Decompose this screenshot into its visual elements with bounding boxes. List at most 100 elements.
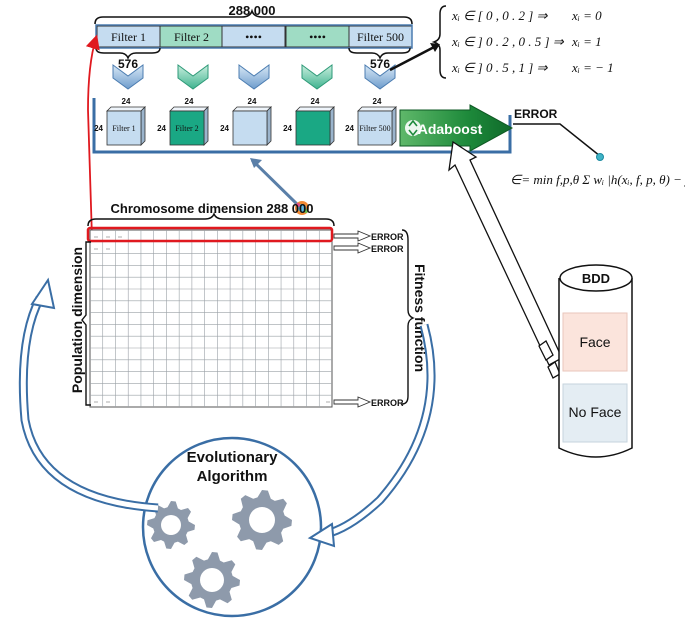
filter-cube: Filter 500 24 24 [345,97,397,146]
rule-result: xᵢ = 0 [571,8,602,23]
bdd-face-label: Face [579,334,610,350]
bdd-no-face-box [562,383,628,443]
adaboost-arrow [399,104,514,152]
error-connector [513,123,601,157]
filter-cell-label: •••• [309,30,326,44]
filter-cube-label: Filter 500 [359,124,390,133]
evolutionary-algorithm-circle [141,436,323,618]
cycle-arrow-left-inner [20,296,159,511]
chevron-down-icon [364,64,396,90]
error-formula: ∈= min f,p,θ Σ wᵢ |h(xᵢ, f, p, θ) − yᵢ| [510,172,685,187]
brace-576-right [348,47,411,61]
row-error-arrows: ERROR ERROR ERROR [333,230,404,408]
cube-width-label: 24 [373,97,382,106]
brace-576-right-label: 576 [370,57,390,71]
bdd-face-box [562,312,628,372]
cube-height-label: 24 [94,124,103,133]
filter-cube-label: Filter 1 [112,124,135,133]
rule-condition: xᵢ ∈ ] 0 . 2 , 0 . 5 ] ⇒ [451,34,565,49]
threshold-rule: xᵢ ∈ ] 0 . 2 , 0 . 5 ] ⇒ xᵢ = 1 [451,34,602,49]
gear-icon [147,501,195,549]
bdd-cylinder-top [559,264,633,292]
filter-cube: Filter 2 24 24 [157,97,209,146]
cycle-arrow-left-head [30,277,56,310]
filter-cell-label: Filter 500 [357,30,404,44]
puzzle-icon [295,201,309,215]
chromosome-brace [87,211,335,227]
rule-condition: xᵢ ∈ ] 0 . 5 , 1 ] ⇒ [451,60,549,75]
population-to-classifier-arrow [250,158,302,209]
population-brace [81,241,91,406]
cycle-arrow-right-head [307,522,336,548]
chevron-down-icon [301,64,333,90]
top-brace [94,8,413,25]
filter-strip: Filter 1 Filter 2 •••• •••• Filter 500 [95,24,413,49]
chromosome-dimension-label: Chromosome dimension 288 000 [110,201,313,216]
filter-cell: •••• [285,25,350,48]
row-error-arrow: ERROR [333,242,404,254]
filter-cell-label: •••• [245,30,262,44]
cube-height-label: 24 [220,124,229,133]
filter-cube-label: Filter 2 [175,124,198,133]
classifier-container [92,98,512,154]
error-node [596,153,604,161]
rules-arrow-head [430,43,440,52]
threshold-rule: xᵢ ∈ [ 0 , 0 . 2 ] ⇒ xᵢ = 0 [451,8,602,23]
cube-width-label: 24 [185,97,194,106]
population-dimension-label: Population dimension [69,247,85,393]
rule-result: xᵢ = 1 [571,34,602,49]
error-top-label: ERROR [514,107,558,121]
filter-cell: Filter 1 [96,25,161,48]
gear-icon [184,552,240,608]
evolutionary-label-line1: Evolutionary [187,449,279,466]
filter-cell-label: Filter 2 [174,30,209,44]
filter-cell: •••• [221,25,286,48]
filter-cell: Filter 2 [159,25,224,48]
feedback-arrow-red [85,34,100,239]
filter-cell: Filter 500 [348,25,413,48]
cube-height-label: 24 [157,124,166,133]
rule-result: xᵢ = − 1 [571,60,614,75]
fitness-brace [401,229,415,405]
rules-arrow-line [389,43,439,72]
dataset-arrow-tail [538,340,554,361]
gear-icon [232,490,292,550]
row-error-label: ERROR [371,398,404,408]
gears [147,490,292,608]
filter-cell-label: Filter 1 [111,30,146,44]
threshold-rule: xᵢ ∈ ] 0 . 5 , 1 ] ⇒ xᵢ = − 1 [451,60,614,75]
cube-width-label: 24 [248,97,257,106]
chevron-down-icon [177,64,209,90]
brace-576-left [95,47,161,61]
filter-cube: 24 24 [283,97,335,146]
population-grid [89,229,333,408]
row-error-label: ERROR [371,232,404,242]
rule-condition: xᵢ ∈ [ 0 , 0 . 2 ] ⇒ [451,8,549,23]
chevron-down-icon [238,64,270,90]
chevron-down-icon [112,64,144,90]
dataset-to-adaboost-arrow [448,140,563,366]
recycle-icon [405,119,421,137]
filter-cube: 24 24 [220,97,272,146]
cube-height-label: 24 [283,124,292,133]
population-to-classifier-head [250,158,262,168]
cube-width-label: 24 [311,97,320,106]
cycle-arrow-right-inner [325,324,434,537]
selected-chromosome-highlight [86,226,334,243]
cube-width-label: 24 [122,97,131,106]
row-error-label: ERROR [371,244,404,254]
bdd-no-face-label: No Face [569,404,622,420]
adaboost-label: Adaboost [418,121,483,137]
rules-brace [431,5,447,79]
row-error-arrow: ERROR [333,396,404,408]
bdd-title: BDD [582,271,610,286]
brace-576-left-label: 576 [118,57,138,71]
evolutionary-label-line2: Algorithm [197,468,268,485]
cube-height-label: 24 [345,124,354,133]
filter-cube: Filter 1 24 24 [94,97,146,146]
row-error-arrow: ERROR [333,230,404,242]
rules-block: xᵢ ∈ [ 0 , 0 . 2 ] ⇒ xᵢ = 0 xᵢ ∈ ] 0 . 2 ,… [451,8,614,75]
